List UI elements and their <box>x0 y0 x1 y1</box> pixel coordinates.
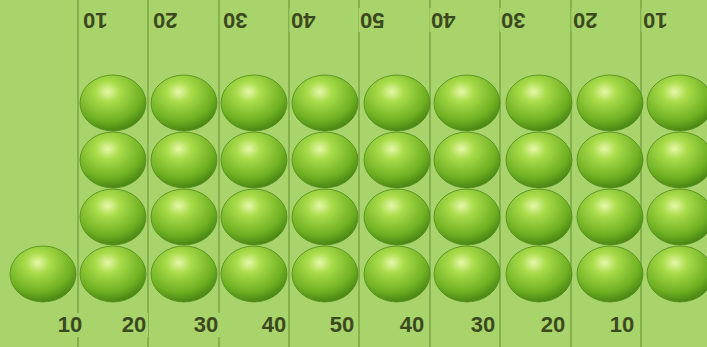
column-value-inverted: 20 <box>151 8 179 32</box>
column-value: 30 <box>469 313 497 337</box>
column-value: 30 <box>192 313 220 337</box>
column-value: 20 <box>539 313 567 337</box>
beads <box>10 75 707 302</box>
column-value-inverted: 10 <box>641 8 669 32</box>
column-value: 20 <box>120 313 148 337</box>
column-value: 50 <box>328 313 356 337</box>
column-value-inverted: 50 <box>358 8 386 32</box>
column-value-inverted: 30 <box>499 8 527 32</box>
column-value: 10 <box>56 313 84 337</box>
column-dividers <box>78 0 641 347</box>
column-value-inverted: 40 <box>289 8 317 32</box>
column-value-inverted: 20 <box>571 8 599 32</box>
column-value: 40 <box>260 313 288 337</box>
column-value-inverted: 40 <box>429 8 457 32</box>
column-value-inverted: 10 <box>81 8 109 32</box>
column-value: 40 <box>398 313 426 337</box>
column-value-inverted: 30 <box>221 8 249 32</box>
column-value: 10 <box>608 313 636 337</box>
